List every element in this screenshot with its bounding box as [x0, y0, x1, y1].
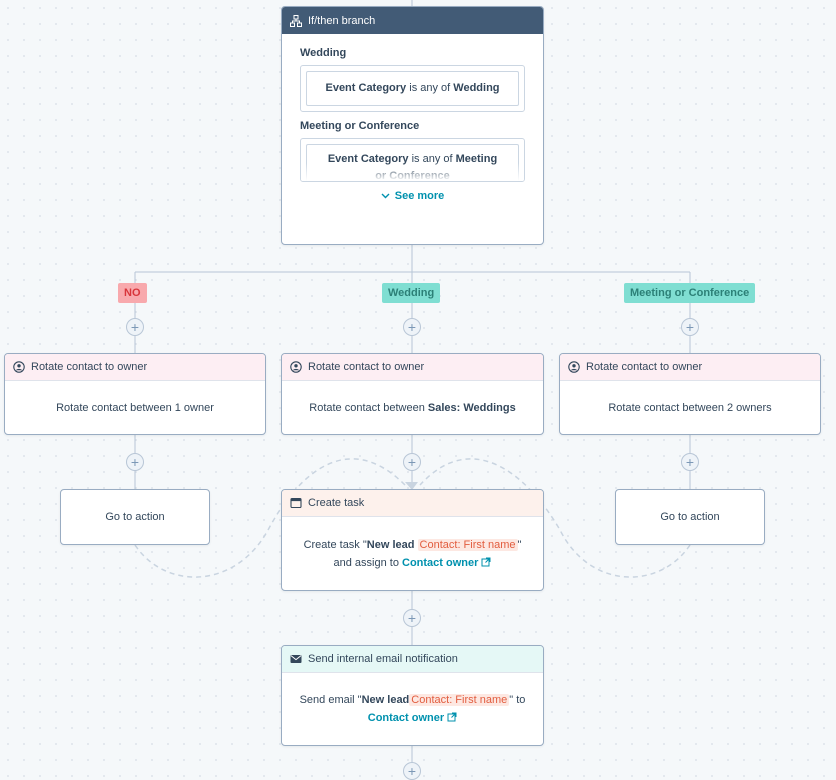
- add-action-button[interactable]: +: [681, 318, 699, 336]
- go-to-action-label: Go to action: [660, 511, 720, 523]
- add-action-button[interactable]: +: [403, 762, 421, 780]
- branch-card-title: If/then branch: [308, 14, 376, 27]
- branch-tag-no: NO: [118, 283, 147, 303]
- email-notification-header: Send internal email notification: [282, 646, 543, 673]
- rotate-card-body: Rotate contact between 2 owners: [608, 402, 772, 414]
- external-link-icon: [481, 555, 491, 573]
- create-task-header: Create task: [282, 490, 543, 517]
- add-action-icon: +: [407, 454, 417, 470]
- create-task-body: Create task "New lead Contact: First nam…: [282, 517, 543, 590]
- rotate-owner-icon: [290, 361, 302, 373]
- condition-filter-wedding: Event Category is any of Wedding: [306, 71, 519, 106]
- contact-first-name-token: Contact: First name: [409, 694, 510, 706]
- rotate-owner-icon: [568, 361, 580, 373]
- branch-tag-meeting: Meeting or Conference: [624, 283, 756, 303]
- go-to-action-card-left[interactable]: Go to action: [60, 489, 210, 545]
- send-email-notification-card[interactable]: Send internal email notification Send em…: [281, 645, 544, 746]
- rotate-card-header: Rotate contact to owner: [282, 354, 543, 381]
- email-icon: [290, 653, 302, 665]
- branch-label-meeting: Meeting or Conference: [300, 120, 420, 132]
- go-to-action-label: Go to action: [105, 511, 165, 523]
- create-task-card[interactable]: Create task Create task "New lead Contac…: [281, 489, 544, 591]
- add-action-button[interactable]: +: [403, 453, 421, 471]
- condition-fade: [301, 163, 524, 181]
- external-link-icon: [447, 710, 457, 728]
- add-action-icon: +: [407, 319, 417, 335]
- contact-owner-link[interactable]: Contact owner: [402, 556, 479, 569]
- rotate-contact-card-meeting[interactable]: Rotate contact to owner Rotate contact b…: [559, 353, 821, 435]
- contact-owner-link[interactable]: Contact owner: [367, 712, 445, 724]
- add-action-button[interactable]: +: [681, 453, 699, 471]
- branch-tag-wedding: Wedding: [382, 283, 441, 303]
- task-icon: [290, 497, 302, 509]
- add-action-icon: +: [130, 319, 140, 335]
- branch-icon: [290, 14, 302, 27]
- condition-box-wedding[interactable]: Event Category is any of Wedding: [300, 65, 525, 112]
- add-action-icon: +: [130, 454, 140, 470]
- branch-label-wedding: Wedding: [300, 47, 347, 59]
- if-then-branch-card[interactable]: If/then branch Wedding Event Category is…: [281, 6, 544, 245]
- add-action-icon: +: [407, 610, 417, 626]
- see-more-link[interactable]: See more: [282, 190, 543, 202]
- add-action-button[interactable]: +: [403, 609, 421, 627]
- chevron-down-icon: [381, 190, 390, 202]
- rotate-card-header: Rotate contact to owner: [5, 354, 265, 381]
- add-action-button[interactable]: +: [403, 318, 421, 336]
- rotate-card-header: Rotate contact to owner: [560, 354, 820, 381]
- go-to-action-card-right[interactable]: Go to action: [615, 489, 765, 545]
- add-action-button[interactable]: +: [126, 318, 144, 336]
- add-action-button[interactable]: +: [126, 453, 144, 471]
- add-action-icon: +: [685, 454, 695, 470]
- add-action-icon: +: [685, 319, 695, 335]
- rotate-contact-card-no[interactable]: Rotate contact to owner Rotate contact b…: [4, 353, 266, 435]
- condition-box-meeting[interactable]: Event Category is any of Meeting or Conf…: [300, 138, 525, 182]
- add-action-icon: +: [407, 763, 417, 779]
- contact-first-name-token: Contact: First name: [417, 538, 518, 551]
- rotate-contact-card-wedding[interactable]: Rotate contact to owner Rotate contact b…: [281, 353, 544, 435]
- branch-card-header: If/then branch: [282, 7, 543, 34]
- rotate-card-body: Rotate contact between 1 owner: [56, 402, 214, 414]
- rotate-card-body: Rotate contact between Sales: Weddings: [309, 402, 516, 414]
- rotate-owner-icon: [13, 361, 25, 373]
